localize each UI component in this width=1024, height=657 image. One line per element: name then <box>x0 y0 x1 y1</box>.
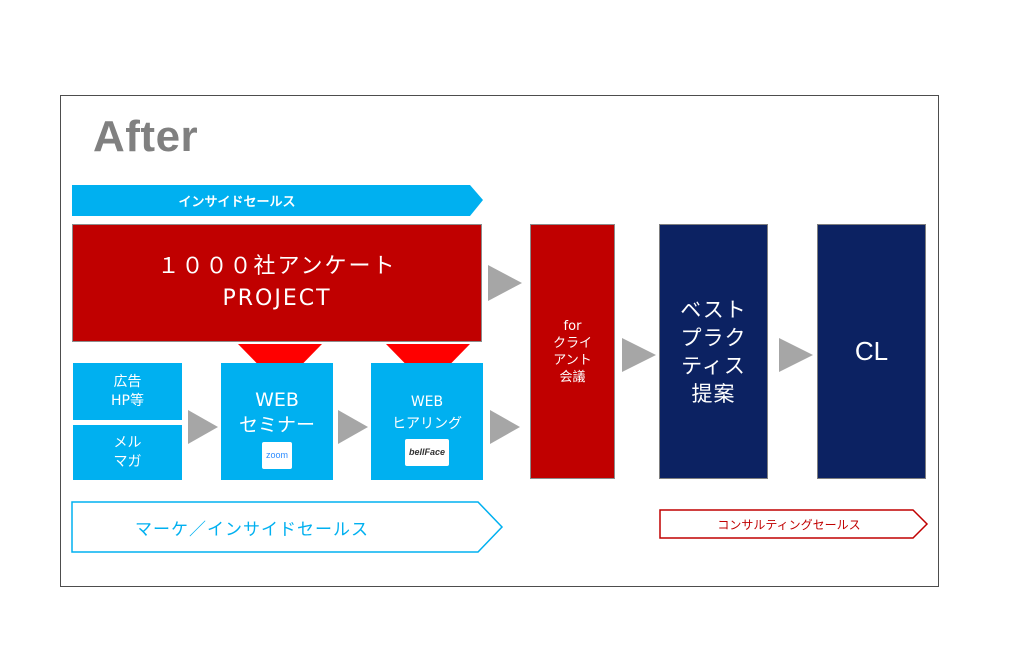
slide-title: After <box>93 112 199 161</box>
web-hearing-box: WEB ヒアリング bellFace <box>371 363 483 480</box>
best-practice-box: ベスト プラク ティス 提案 <box>659 224 768 479</box>
web-hearing-label: WEB ヒアリング <box>392 394 462 432</box>
arrow-seminar-to-hearing <box>338 410 368 444</box>
inside-sales-chevron <box>72 185 483 216</box>
marke-inside-sales-label: マーケ／インサイドセールス <box>135 519 369 540</box>
arrow-practice-to-cl <box>779 338 813 372</box>
cl-label: CL <box>854 336 889 366</box>
client-meeting-label: for クライ アント 会議 <box>552 318 592 385</box>
arrow-hearing-to-meeting <box>490 410 520 444</box>
arrow-ads-to-seminar <box>188 410 218 444</box>
marke-inside-sales-chevron <box>71 501 504 553</box>
ad-hp-box: 広告 HP等 <box>73 363 182 420</box>
consulting-sales-label: コンサルティングセールス <box>717 517 861 532</box>
project-label: １０００社アンケート PROJECT <box>157 254 397 311</box>
web-seminar-label: WEB セミナー <box>238 389 315 436</box>
arrow-meeting-to-practice <box>622 338 656 372</box>
client-meeting-box: for クライ アント 会議 <box>530 224 615 479</box>
zoom-logo: zoom <box>261 442 292 469</box>
bellface-logo: bellFace <box>404 439 450 466</box>
consulting-sales-chevron <box>659 509 929 539</box>
mail-magazine-box: メル マガ <box>73 425 182 480</box>
project-box: １０００社アンケート PROJECT <box>72 224 482 342</box>
diagram-frame <box>60 95 939 587</box>
web-seminar-box: WEB セミナー zoom <box>221 363 333 480</box>
mail-magazine-label: メル マガ <box>113 434 142 470</box>
arrow-project-to-meeting <box>488 265 522 301</box>
best-practice-label: ベスト プラク ティス 提案 <box>680 297 747 406</box>
cl-box: CL <box>817 224 926 479</box>
ad-hp-label: 広告 HP等 <box>111 373 144 409</box>
inside-sales-label: インサイドセールス <box>178 194 296 210</box>
